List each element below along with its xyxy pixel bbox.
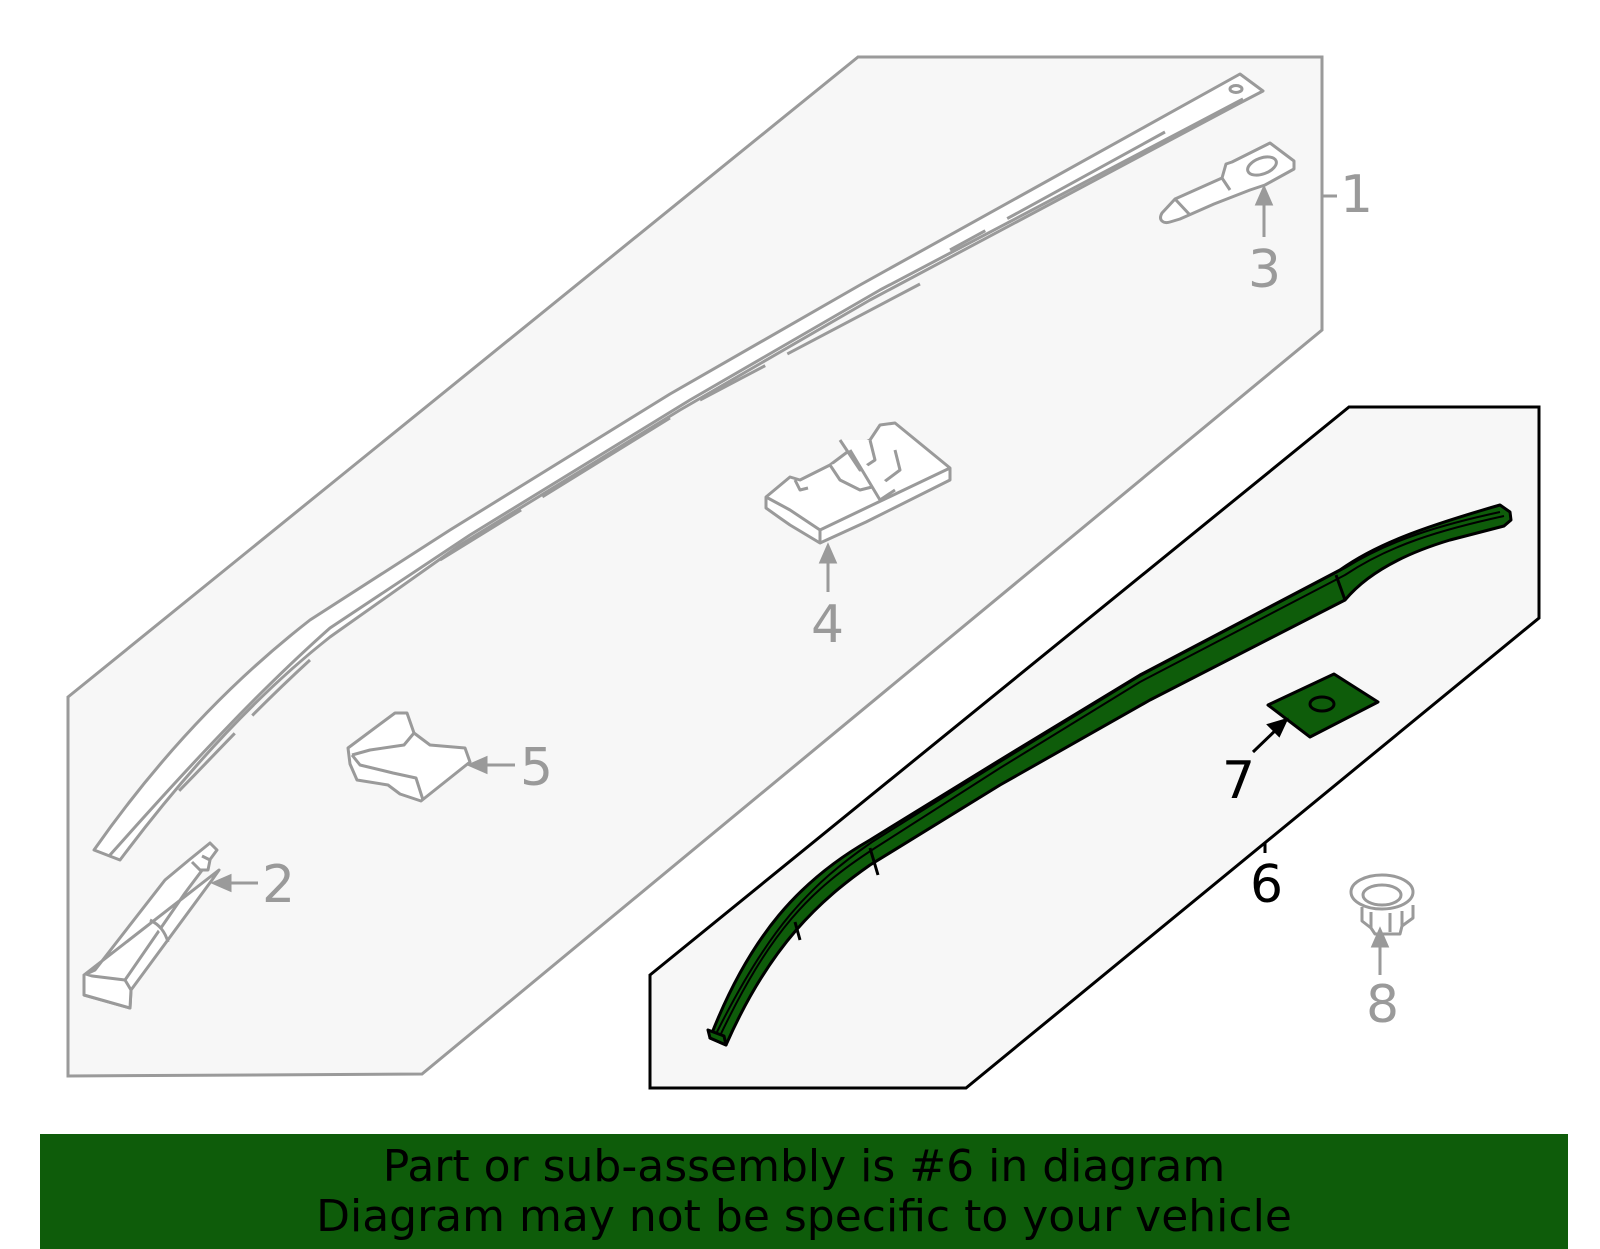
part-4-clip [764,421,952,545]
assembly-6-panel [648,405,1541,1090]
banner-line-1: Part or sub-assembly is #6 in diagram [382,1140,1226,1192]
callout-2: 2 [262,855,295,915]
callout-7: 7 [1222,751,1255,811]
info-banner: Part or sub-assembly is #6 in diagram Di… [40,1134,1568,1249]
part-2-end-cap [82,841,221,1010]
gray-leaders [210,184,1390,975]
callout-6: 6 [1250,855,1283,915]
callout-8: 8 [1366,975,1399,1035]
callout-1: 1 [1340,165,1373,225]
callout-4: 4 [811,595,844,655]
part-7-pad [1266,672,1380,739]
black-leaders [1251,717,1289,853]
part-5-clip [346,711,472,803]
callout-3: 3 [1248,240,1281,300]
banner-line-2: Diagram may not be specific to your vehi… [316,1190,1292,1242]
assembly-1-panel [66,55,1324,1078]
part-6-roof-molding [706,503,1513,1047]
callout-5: 5 [520,738,553,798]
part-1-roof-rail [92,72,1265,862]
part-3-bracket [1159,141,1296,224]
part-8-push-nut [1349,873,1415,936]
